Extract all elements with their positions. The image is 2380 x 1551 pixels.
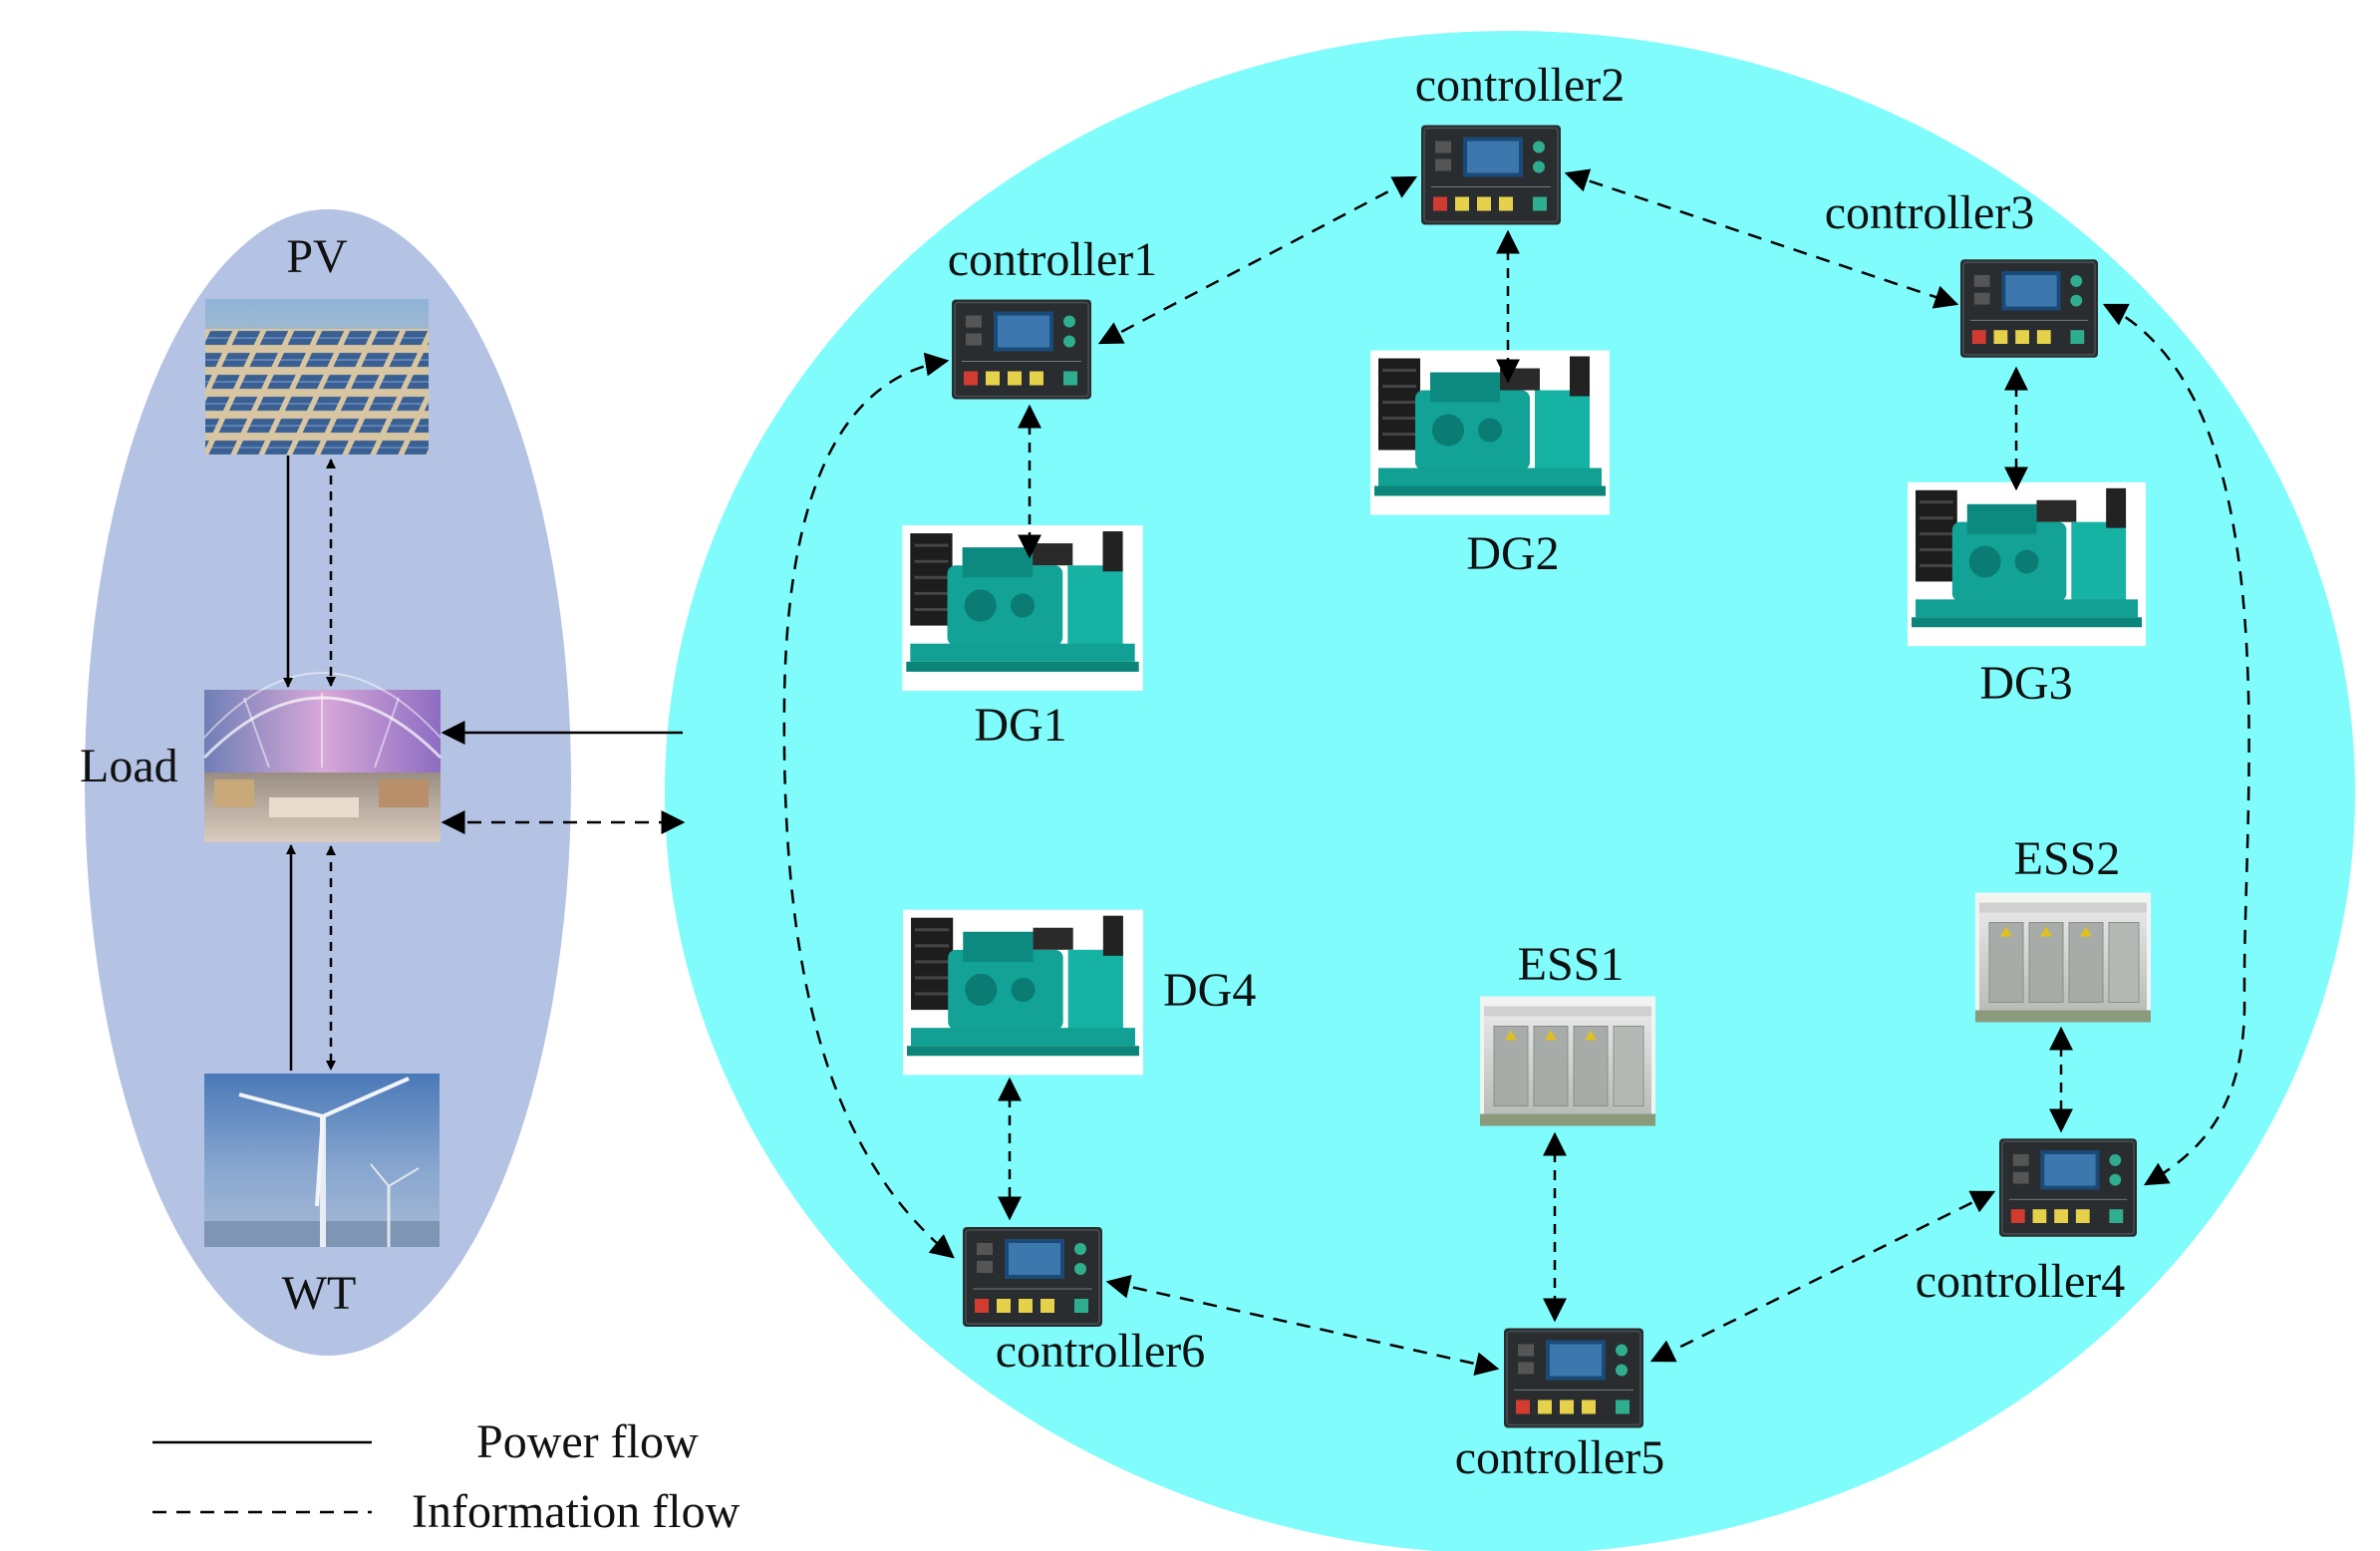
controller5-controller6-link (1105, 1274, 1500, 1377)
wt-image (204, 1074, 440, 1247)
dg4-genset-icon (903, 909, 1143, 1076)
dg3-genset-icon (1908, 481, 2146, 647)
ess2-label: ESS2 (2014, 832, 2121, 885)
load-label: Load (80, 740, 178, 792)
controller6-label: controller6 (996, 1325, 1206, 1378)
controller6-panel (963, 1226, 1102, 1328)
legend-power-flow-label: Power flow (476, 1415, 699, 1468)
legend: Power flow Information flow (152, 1415, 741, 1538)
ess2-container-icon (1975, 892, 2151, 1023)
pv-image (205, 299, 429, 455)
controller1-label: controller1 (948, 233, 1158, 286)
controller2-panel (1421, 124, 1561, 226)
controller2-label: controller2 (1415, 59, 1626, 112)
controller3-label: controller3 (1825, 186, 2035, 239)
controller4-panel (1999, 1137, 2137, 1238)
controller5-panel (1504, 1327, 1643, 1429)
controller1-controller2-link (1097, 175, 1418, 345)
pv-label: PV (286, 230, 348, 283)
dg3-label: DG3 (1979, 657, 2072, 710)
controller1-panel (952, 299, 1091, 400)
controller2-controller3-link (1564, 168, 1959, 309)
dg2-label: DG2 (1466, 527, 1559, 580)
controller6-controller1-link (782, 352, 955, 1259)
dg2-genset-icon (1370, 349, 1610, 516)
dg4-label: DG4 (1163, 964, 1256, 1017)
dg1-genset-icon (902, 525, 1143, 691)
load-image (202, 672, 443, 842)
ess1-label: ESS1 (1518, 938, 1625, 991)
controller4-label: controller4 (1916, 1255, 2126, 1308)
microgrid-region (665, 31, 2355, 1551)
controller4-controller5-link (1649, 1190, 1996, 1363)
ess1-container-icon (1480, 996, 1655, 1126)
controller3-controller4-link (2102, 303, 2250, 1186)
controller5-label: controller5 (1455, 1431, 1665, 1484)
controller3-panel (1960, 258, 2098, 359)
legend-information-flow-label: Information flow (412, 1485, 741, 1538)
dg1-label: DG1 (974, 699, 1066, 752)
wt-label: WT (282, 1267, 357, 1320)
